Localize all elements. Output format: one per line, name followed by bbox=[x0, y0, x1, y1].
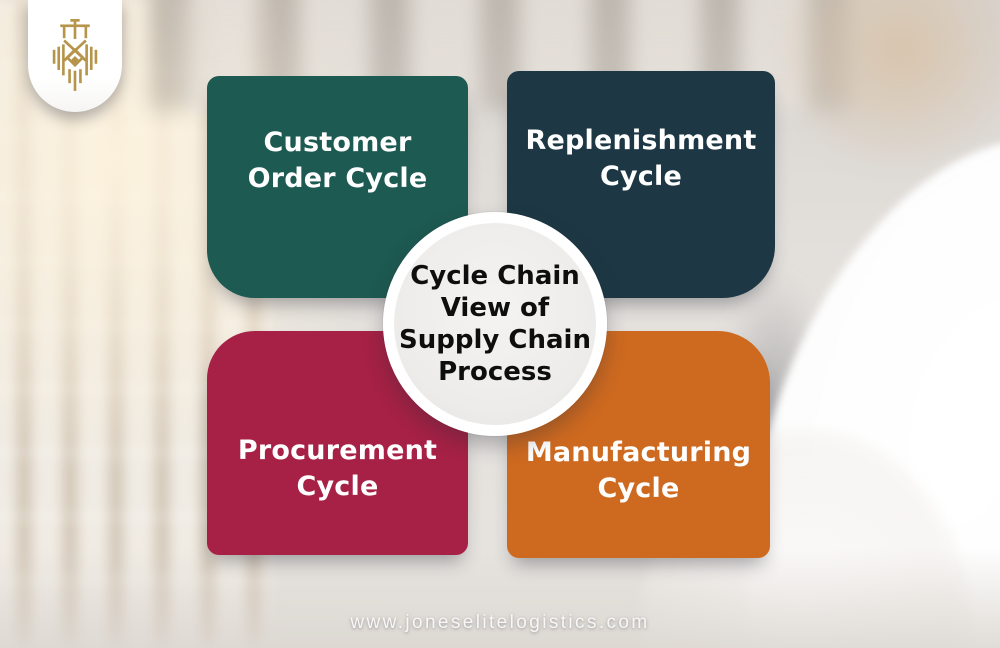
brand-crest-icon bbox=[44, 15, 106, 97]
quadrant-label: Manufacturing Cycle bbox=[526, 435, 751, 507]
title-line: Process bbox=[438, 357, 552, 387]
label-line: Cycle bbox=[599, 160, 682, 192]
quadrant-label: Customer Order Cycle bbox=[248, 125, 428, 197]
label-line: Cycle bbox=[296, 471, 379, 502]
label-line: Cycle bbox=[597, 472, 680, 504]
website-url: www.joneselitelogistics.com bbox=[350, 612, 650, 633]
title-line: View of bbox=[440, 293, 550, 323]
label-line: Manufacturing bbox=[525, 436, 752, 468]
label-line: Replenishment bbox=[525, 124, 757, 156]
quadrant-customer-order-cycle: Customer Order Cycle bbox=[207, 76, 468, 298]
title-line: Supply Chain bbox=[399, 325, 591, 355]
label-line: Order Cycle bbox=[247, 163, 428, 194]
quadrant-replenishment-cycle: Replenishment Cycle bbox=[507, 71, 775, 298]
quadrant-label: Procurement Cycle bbox=[238, 433, 437, 505]
title-line: Cycle Chain bbox=[410, 261, 580, 291]
diagram-title: Cycle Chain View of Supply Chain Process bbox=[399, 260, 591, 388]
quadrant-label: Replenishment Cycle bbox=[526, 123, 757, 195]
label-line: Procurement bbox=[237, 435, 438, 466]
brand-logo-badge bbox=[28, 0, 122, 112]
center-title-circle: Cycle Chain View of Supply Chain Process bbox=[383, 212, 607, 436]
label-line: Customer bbox=[263, 127, 412, 158]
background-boxes-blur bbox=[780, 0, 1000, 170]
